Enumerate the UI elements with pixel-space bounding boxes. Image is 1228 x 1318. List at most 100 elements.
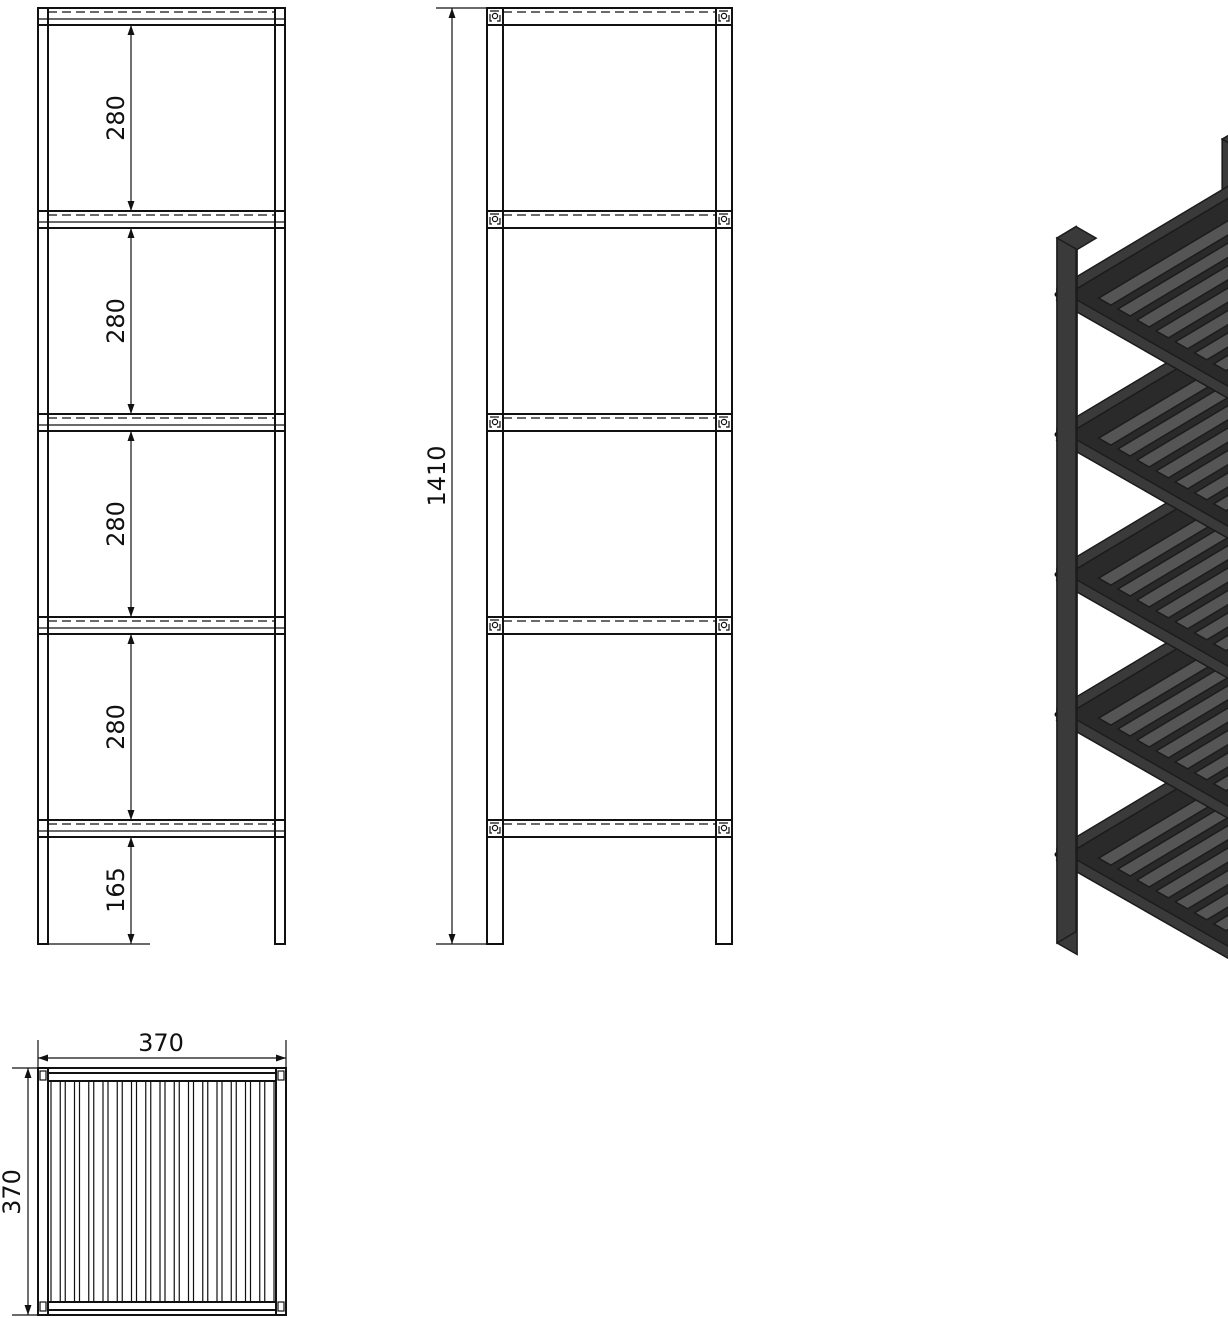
- top-left-leg: [37, 1067, 49, 1316]
- side-bolt: [720, 621, 728, 629]
- top-corner-block: [39, 1070, 47, 1081]
- iso-slat: [1154, 287, 1228, 339]
- side-bolt-outline: [489, 619, 501, 631]
- top-slat: [221, 1080, 232, 1303]
- top-slat: [192, 1080, 204, 1303]
- iso-front-leg-top: [1055, 225, 1098, 251]
- top-slat: [50, 1080, 61, 1303]
- top-frame: [37, 1067, 287, 1316]
- dim-shelf-spacing-1: 280: [102, 95, 130, 141]
- side-shelf-4: [486, 616, 733, 635]
- iso-slat: [1193, 752, 1228, 781]
- top-slat: [164, 1080, 175, 1303]
- top-slat: [264, 1080, 275, 1303]
- iso-slat: [1193, 892, 1228, 921]
- top-right-leg: [275, 1067, 287, 1316]
- top-view: [37, 1067, 287, 1316]
- side-bolt-outline: [718, 822, 730, 834]
- side-bolt-outline: [718, 10, 730, 22]
- top-slat: [93, 1080, 104, 1303]
- top-slat: [64, 1080, 76, 1303]
- iso-slat: [1135, 824, 1228, 888]
- top-back-rail: [47, 1072, 277, 1082]
- side-right-leg: [715, 7, 733, 945]
- side-shelf-1: [486, 7, 733, 26]
- side-bolt-outline: [489, 10, 501, 22]
- side-view: [486, 7, 733, 945]
- top-slat: [78, 1080, 90, 1303]
- top-slat: [121, 1080, 133, 1303]
- side-bolt-outline: [718, 619, 730, 631]
- front-shelf-5: [37, 819, 286, 838]
- front-left-leg: [37, 7, 49, 945]
- top-corner-block: [39, 1301, 47, 1312]
- dim-bottom-clearance: 165: [102, 867, 130, 913]
- iso-slat: [1135, 544, 1228, 608]
- side-shelf-3: [486, 413, 733, 432]
- side-bolt-outline: [718, 416, 730, 428]
- iso-slat: [1154, 707, 1228, 759]
- front-right-leg: [274, 7, 286, 945]
- side-bolt-outline: [489, 213, 501, 225]
- iso-slat: [1173, 729, 1228, 770]
- iso-front-leg-right: [1056, 225, 1077, 945]
- side-bolt: [491, 621, 499, 629]
- dim-depth: 370: [0, 1169, 26, 1215]
- side-bolt: [491, 12, 499, 20]
- side-bolt: [720, 215, 728, 223]
- side-bolt: [720, 12, 728, 20]
- top-slat: [178, 1080, 190, 1303]
- iso-slat: [1212, 774, 1228, 792]
- top-slat: [249, 1080, 261, 1303]
- iso-slat: [1135, 404, 1228, 468]
- iso-right-leg-top: [1220, 134, 1228, 144]
- side-shelf-2: [486, 210, 733, 229]
- top-slat: [135, 1080, 147, 1303]
- side-bolt: [491, 824, 499, 832]
- side-bolt: [491, 418, 499, 426]
- iso-slat: [1154, 427, 1228, 479]
- iso-slat: [1173, 589, 1228, 630]
- top-corner-block: [277, 1070, 285, 1081]
- front-shelf-4: [37, 616, 286, 635]
- top-slat: [150, 1080, 161, 1303]
- iso-shelf-5: [1054, 185, 1228, 400]
- dim-shelf-spacing-2: 280: [102, 298, 130, 344]
- iso-slat: [1135, 684, 1228, 748]
- front-view: [37, 7, 286, 945]
- dim-shelf-spacing-4: 280: [102, 704, 130, 750]
- iso-slat: [1193, 472, 1228, 501]
- dim-width: 370: [138, 1029, 184, 1057]
- iso-slat: [1154, 567, 1228, 619]
- side-bolt-outline: [718, 213, 730, 225]
- iso-slat: [1193, 612, 1228, 641]
- iso-slat: [1173, 449, 1228, 490]
- iso-slat: [1193, 332, 1228, 361]
- dim-shelf-spacing-3: 280: [102, 501, 130, 547]
- side-bolt: [720, 824, 728, 832]
- top-slat: [207, 1080, 218, 1303]
- iso-slat: [1212, 914, 1228, 932]
- dimension-lines: [12, 7, 490, 1316]
- side-bolt-outline: [489, 822, 501, 834]
- top-slat: [235, 1080, 247, 1303]
- top-slat: [107, 1080, 118, 1303]
- side-bolt-outline: [489, 416, 501, 428]
- front-shelf-2: [37, 210, 286, 229]
- iso-slat: [1154, 847, 1228, 899]
- front-shelf-3: [37, 413, 286, 432]
- iso-slat: [1135, 264, 1228, 328]
- iso-slat: [1212, 634, 1228, 652]
- side-left-leg: [486, 7, 504, 945]
- iso-slat: [1097, 219, 1228, 306]
- side-bolt: [491, 215, 499, 223]
- top-front-rail: [47, 1301, 277, 1311]
- front-shelf-1: [37, 7, 286, 26]
- iso-slat: [1173, 309, 1228, 350]
- iso-slat: [1212, 354, 1228, 372]
- side-bolt: [720, 418, 728, 426]
- iso-slat: [1173, 869, 1228, 910]
- isometric-view: [1054, 134, 1228, 960]
- iso-slat: [1116, 242, 1228, 317]
